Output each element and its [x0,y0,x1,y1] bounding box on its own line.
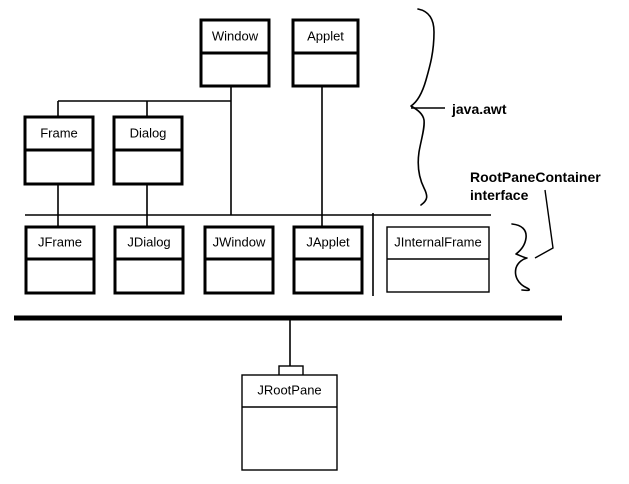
inheritance-edges [57,86,323,227]
class-box-jwindow-label: JWindow [213,234,266,249]
class-box-frame-label: Frame [40,125,78,140]
class-box-jdialog: JDialog [113,225,185,295]
class-box-jinternalframe-label: JInternalFrame [394,234,481,249]
class-box-jrootpane-label: JRootPane [257,382,321,397]
class-box-window-label: Window [212,28,259,43]
java-awt-label: java.awt [451,101,507,117]
rootpanecontainer-leader-line [534,189,554,259]
class-box-jinternalframe: JInternalFrame [386,226,490,293]
jrootpane-connector [278,320,304,377]
rootpanecontainer-label-line2: interface [470,187,529,203]
class-box-jrootpane: JRootPane [241,374,338,471]
class-box-jrootpane-outline [241,374,338,471]
class-box-dialog-label: Dialog [130,125,167,140]
class-box-jframe: JFrame [24,225,96,295]
class-box-japplet: JApplet [292,225,364,295]
class-box-window: Window [199,18,271,88]
class-box-jwindow: JWindow [203,225,275,295]
class-box-jframe-label: JFrame [38,234,82,249]
class-box-jdialog-label: JDialog [127,234,170,249]
class-box-applet: Applet [291,18,360,88]
class-box-applet-label: Applet [307,28,344,43]
rootpanecontainer-brace [511,223,531,292]
class-box-frame: Frame [23,115,95,186]
class-box-japplet-label: JApplet [306,234,350,249]
rootpanecontainer-label-line1: RootPaneContainer [470,169,601,185]
rootpanecontainer-brace-path [511,223,531,292]
java-awt-brace [410,8,445,206]
java-awt-brace-path [410,8,435,206]
class-box-dialog: Dialog [112,115,184,186]
